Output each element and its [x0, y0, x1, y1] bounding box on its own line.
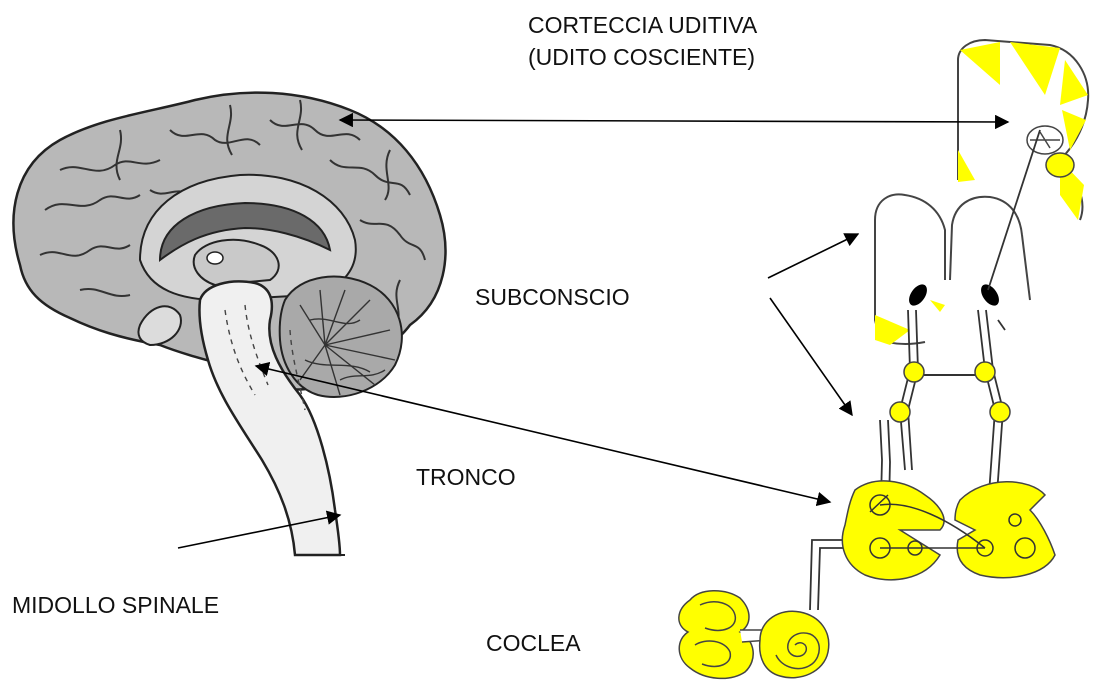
label-brainstem: TRONCO [416, 462, 516, 492]
label-auditory-cortex-line2: (UDITO COSCIENTE) [528, 42, 755, 72]
arrow-subconscious-lower [770, 298, 852, 415]
label-subconscious: SUBCONSCIO [475, 282, 630, 312]
arrow-brainstem-link [256, 366, 830, 502]
thalamus [194, 240, 279, 285]
arrow-cortex-link [340, 120, 1008, 122]
cochlea [679, 591, 829, 679]
subcortical-outline [875, 194, 1030, 344]
label-spinal-cord: MIDOLLO SPINALE [12, 590, 219, 620]
auditory-cortex [958, 40, 1088, 220]
cochlear-nuclei [842, 481, 1055, 580]
auditory-pathway-schematic [679, 40, 1088, 678]
cerebellum [280, 277, 402, 397]
label-auditory-cortex-line1: CORTECCIA UDITIVA [528, 10, 757, 40]
label-cochlea: COCLEA [486, 628, 581, 658]
brain-illustration [13, 93, 445, 555]
arrow-subconscious-upper [768, 234, 858, 278]
